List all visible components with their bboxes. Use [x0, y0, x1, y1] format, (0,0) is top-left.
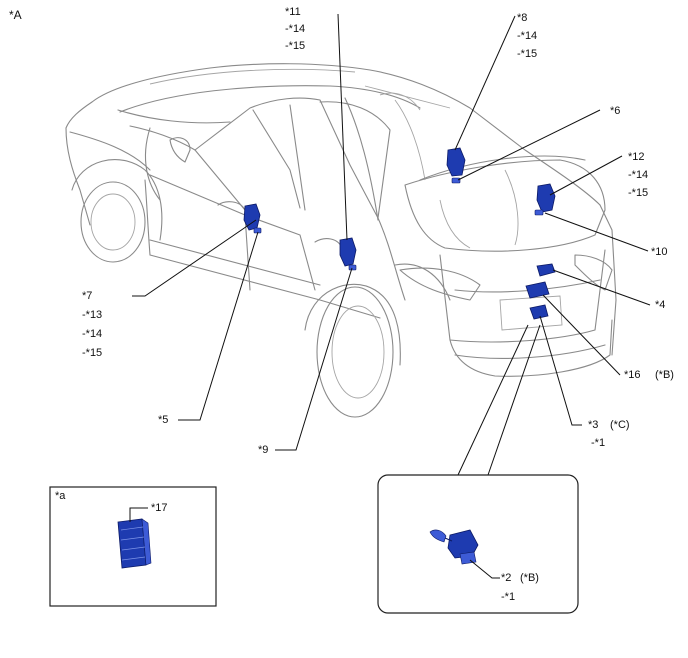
- callout-16: *16: [624, 369, 641, 381]
- callout-10: *10: [651, 246, 668, 258]
- callout-12-sub-1: -*14: [628, 169, 649, 181]
- callout-8-sub-1: -*14: [517, 30, 538, 42]
- callout-7-sub-3: -*15: [82, 347, 103, 359]
- callout-2-ref: (*B): [520, 572, 539, 584]
- callout-7-sub-1: -*13: [82, 309, 103, 321]
- zoom-inset: [377, 474, 579, 614]
- callout-11: *11: [285, 6, 301, 18]
- callout-6: *6: [610, 105, 621, 117]
- component-2: [429, 529, 479, 565]
- callout-3: *3: [588, 419, 599, 431]
- callout-16-ref: (*B): [655, 369, 674, 381]
- callout-2: *2: [501, 572, 512, 584]
- callout-2-sub-1: -*1: [501, 591, 516, 603]
- callout-3-ref: (*C): [610, 419, 630, 431]
- callout-7-sub-2: -*14: [82, 328, 103, 340]
- components: [243, 147, 556, 320]
- callout-12: *12: [628, 151, 645, 163]
- callout-7: *7: [82, 290, 93, 302]
- callout-9: *9: [258, 444, 269, 456]
- leader-lines: [132, 13, 651, 476]
- component-3: [529, 304, 549, 320]
- component-4: [536, 263, 556, 277]
- component-9: [348, 264, 357, 271]
- callout-5: *5: [158, 414, 169, 426]
- callout-8: *8: [517, 12, 528, 24]
- component-11: [339, 237, 357, 267]
- component-16: [525, 281, 550, 299]
- component-12: [536, 183, 556, 213]
- inset-label: *a: [55, 490, 66, 502]
- component-8: [446, 147, 466, 177]
- component-10: [534, 209, 544, 216]
- component-17: [117, 518, 152, 569]
- view-label: *A: [9, 8, 22, 22]
- component-6: [451, 177, 461, 184]
- callout-12-sub-2: -*15: [628, 187, 649, 199]
- inset-a: [49, 486, 217, 607]
- callout-17: *17: [151, 502, 168, 514]
- callout-11-sub-2: -*15: [285, 40, 306, 52]
- callout-4: *4: [655, 299, 666, 311]
- callout-8-sub-2: -*15: [517, 48, 538, 60]
- callout-3-sub-1: -*1: [591, 437, 606, 449]
- callout-11-sub-1: -*14: [285, 23, 306, 35]
